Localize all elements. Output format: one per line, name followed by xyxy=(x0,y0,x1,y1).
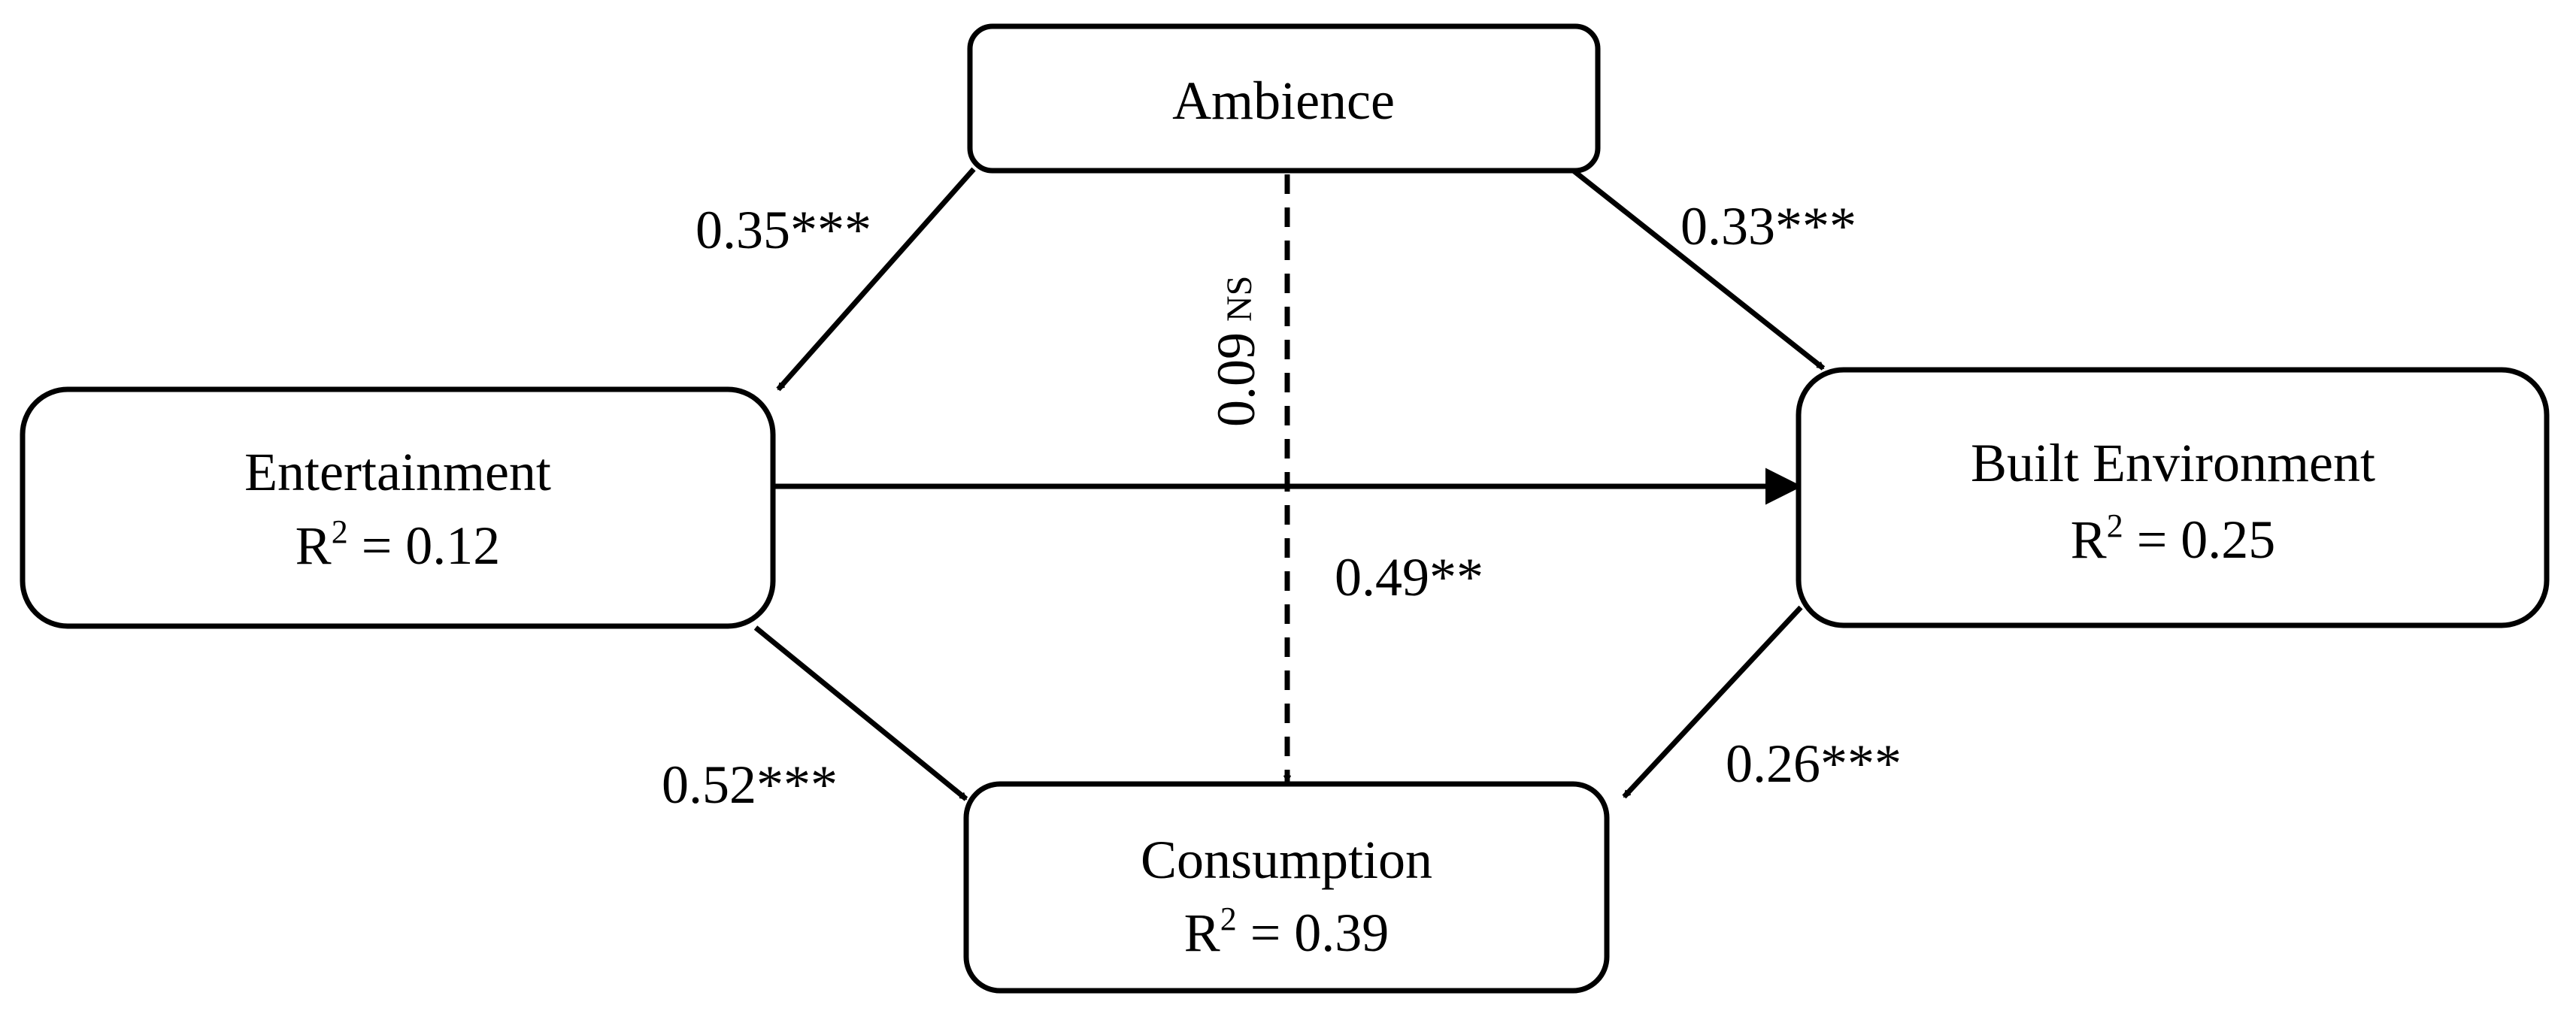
node-entertainment-r2: R2 = 0.12 xyxy=(295,513,501,576)
edge-ambience-built-environment xyxy=(1569,167,1826,371)
node-entertainment-title: Entertainment xyxy=(244,442,551,502)
node-ambience-title: Ambience xyxy=(1172,71,1395,131)
edge-built-environment-consumption xyxy=(1622,605,1803,799)
node-ambience: Ambience xyxy=(967,23,1601,174)
edge-ambience-entertainment xyxy=(776,167,976,392)
label-ambience-consumption: 0.09NS xyxy=(1206,276,1266,427)
label-entertainment-consumption: 0.52*** xyxy=(662,755,838,815)
node-built-environment-title: Built Environment xyxy=(1971,433,2375,493)
node-built-environment-r2: R2 = 0.25 xyxy=(2071,507,2276,570)
label-entertainment-built-environment: 0.49** xyxy=(1335,547,1483,607)
node-entertainment: Entertainment R2 = 0.12 xyxy=(20,386,776,629)
label-ambience-built-environment: 0.33*** xyxy=(1680,196,1856,256)
label-built-environment-consumption: 0.26*** xyxy=(1726,734,1902,794)
label-ambience-entertainment: 0.35*** xyxy=(696,200,871,260)
node-consumption-title: Consumption xyxy=(1141,830,1432,890)
edge-entertainment-consumption xyxy=(753,625,968,801)
node-built-environment: Built Environment R2 = 0.25 xyxy=(1796,367,2550,628)
node-consumption: Consumption R2 = 0.39 xyxy=(963,781,1610,994)
node-consumption-r2: R2 = 0.39 xyxy=(1184,900,1390,963)
